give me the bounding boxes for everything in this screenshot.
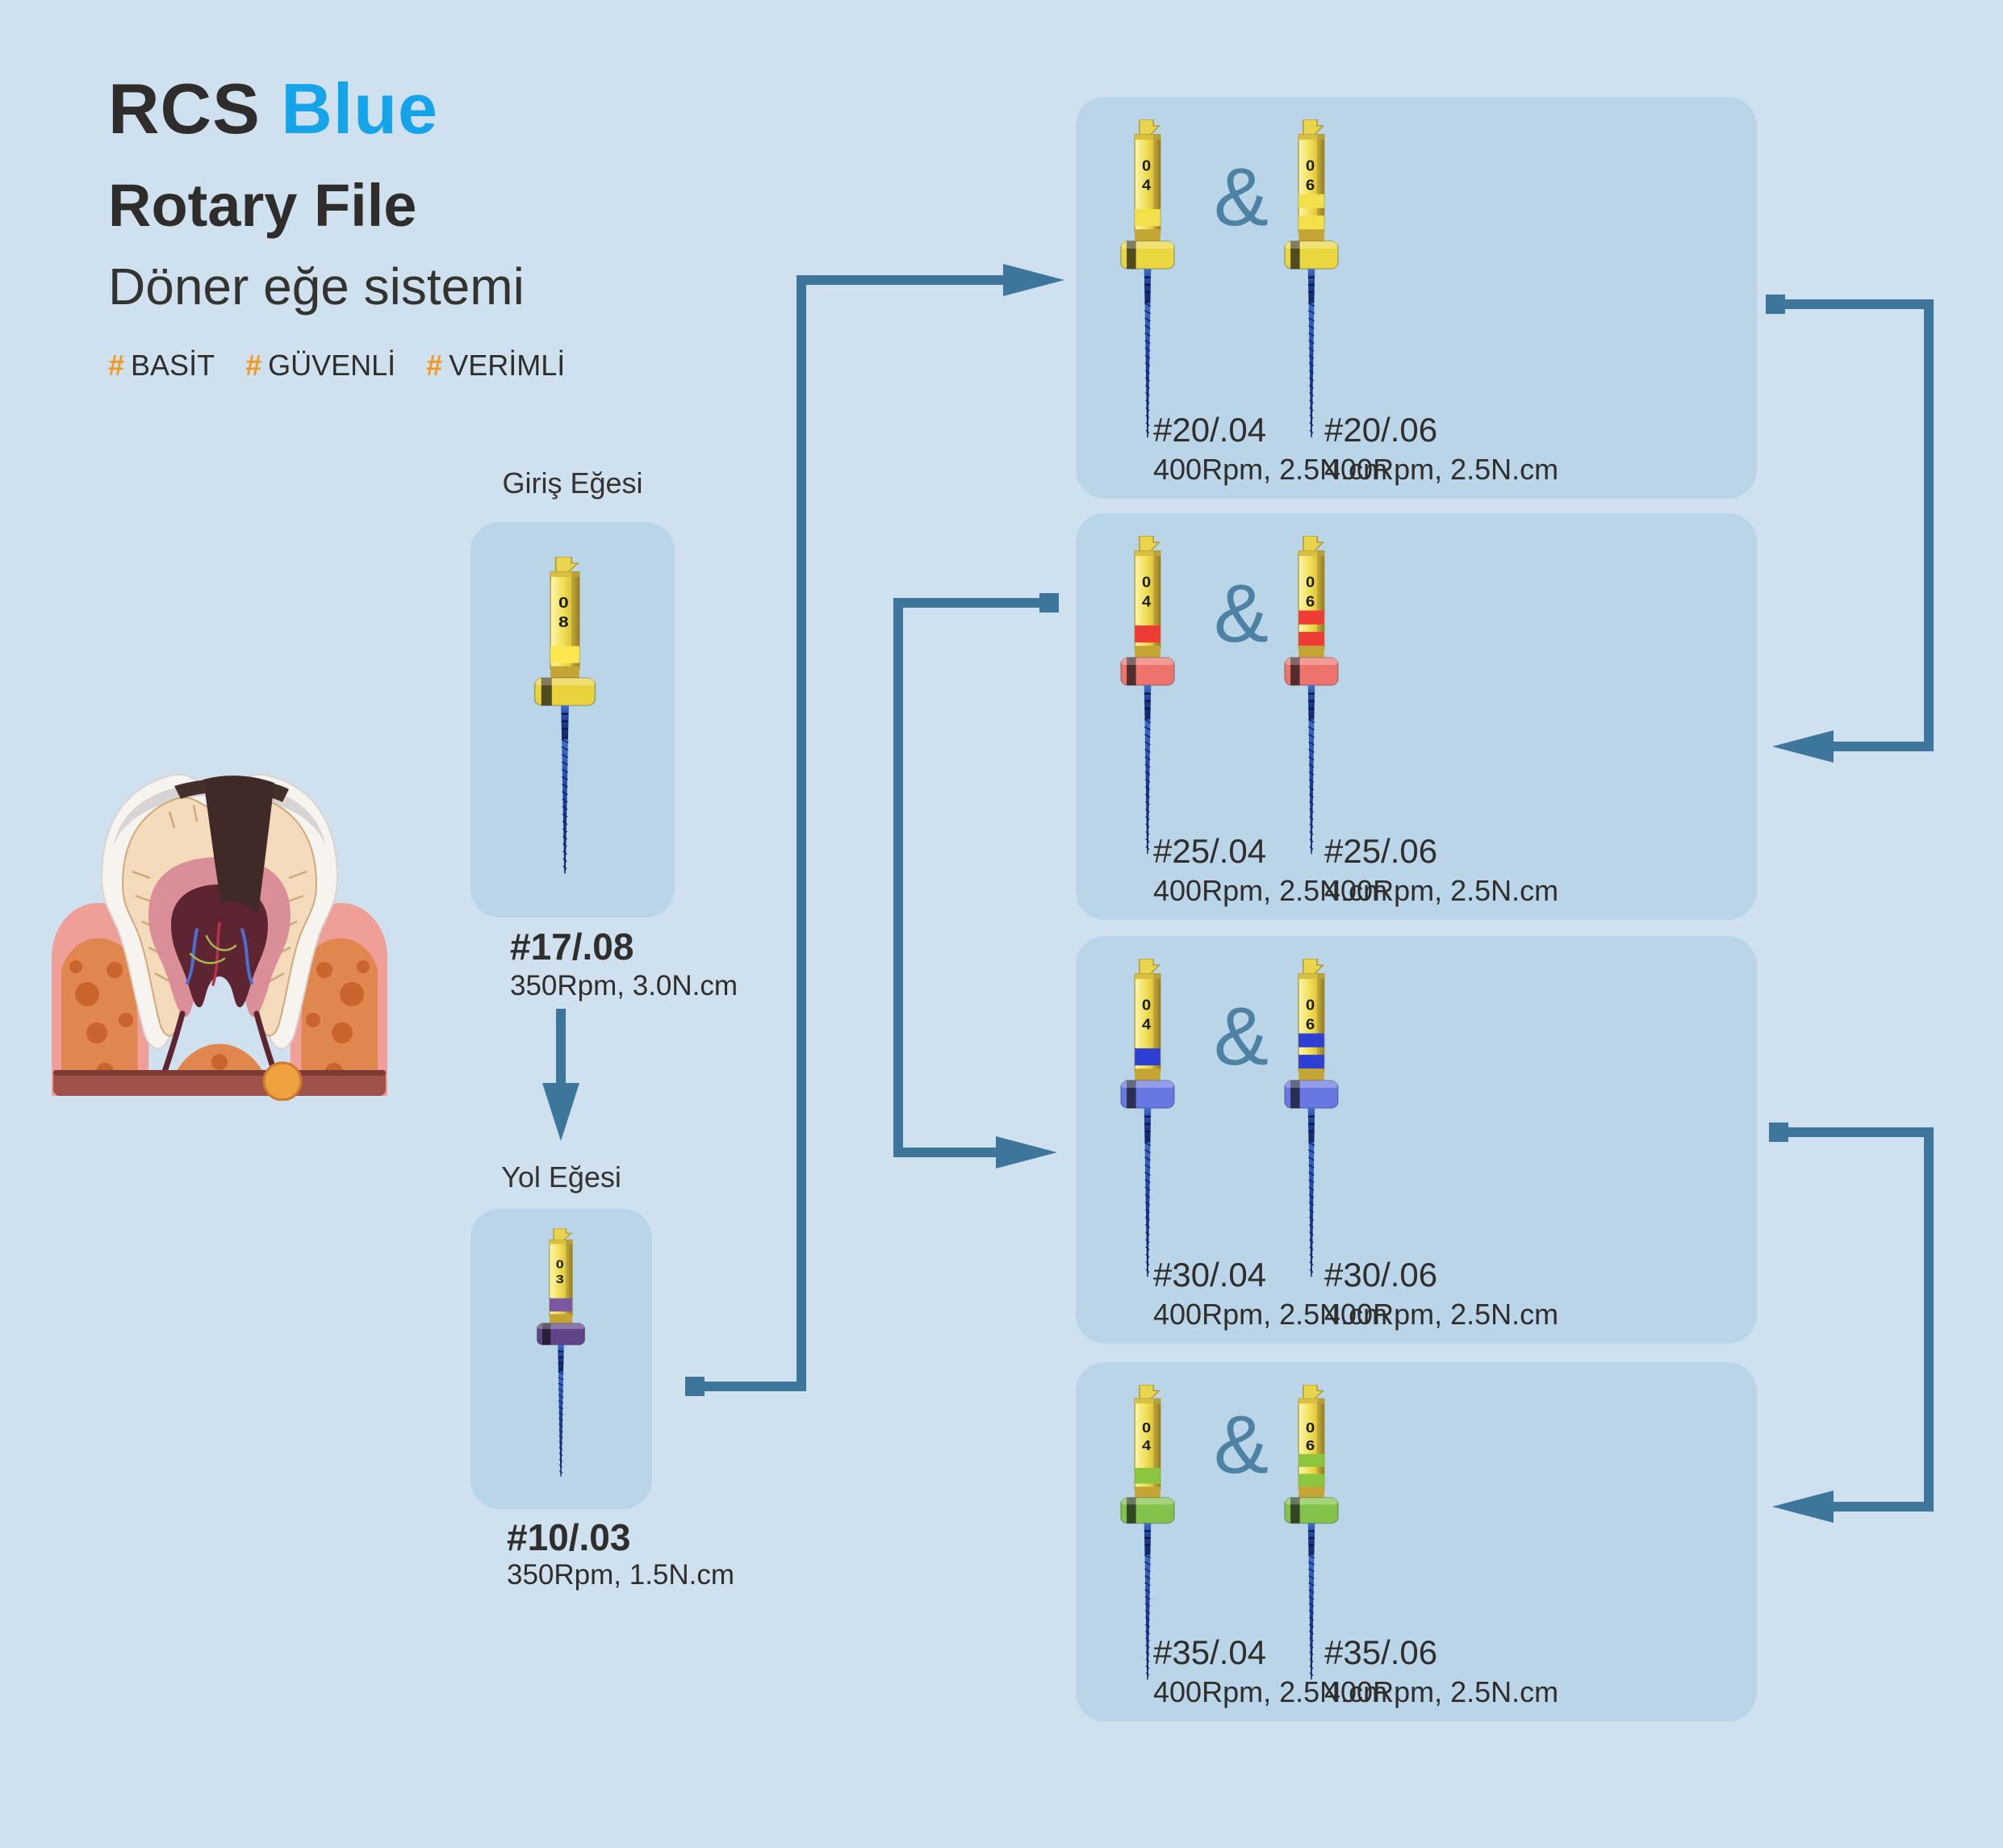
svg-text:0: 0 bbox=[1142, 997, 1151, 1014]
rotary-file-yol: 0 3 bbox=[528, 1228, 594, 1486]
hash-icon: # bbox=[108, 349, 125, 382]
connector-endpoint bbox=[1039, 593, 1059, 613]
svg-text:0: 0 bbox=[556, 1258, 564, 1271]
flow-arrow-left-icon bbox=[1772, 730, 1834, 763]
svg-text:4: 4 bbox=[1142, 178, 1151, 194]
hashtag-verimli: #VERİMLİ bbox=[426, 349, 566, 382]
yol-params: 350Rpm, 1.5N.cm bbox=[507, 1559, 735, 1591]
title-accent: Blue bbox=[281, 69, 438, 148]
svg-text:0: 0 bbox=[1306, 575, 1315, 591]
svg-text:6: 6 bbox=[1306, 178, 1315, 194]
svg-text:4: 4 bbox=[1142, 1017, 1151, 1033]
svg-text:6: 6 bbox=[1306, 594, 1315, 610]
file-pair-card-30: 0 4 & 0 6 #30/.04 40 bbox=[1076, 936, 1757, 1344]
connector-line bbox=[1788, 1127, 1934, 1137]
ampersand: & bbox=[1213, 567, 1269, 659]
connector-endpoint bbox=[1766, 295, 1785, 314]
hashtag-basit: #BASİT bbox=[108, 349, 215, 382]
rotary-file-illustration: 0 4 bbox=[1110, 119, 1185, 450]
connector-line bbox=[806, 275, 1003, 285]
file-spec-label: #25/.06 400Rpm, 2.5N.cm bbox=[1324, 832, 1559, 907]
ampersand: & bbox=[1213, 990, 1269, 1082]
svg-text:0: 0 bbox=[1142, 158, 1151, 174]
giris-spec: #17/.08 bbox=[510, 926, 634, 968]
page-title: RCS Blue bbox=[108, 68, 438, 150]
svg-text:0: 0 bbox=[1306, 1419, 1315, 1435]
svg-text:0: 0 bbox=[558, 595, 569, 611]
connector-line bbox=[893, 598, 903, 1157]
connector-line bbox=[1924, 299, 1934, 751]
rotary-file-illustration: 0 4 bbox=[1110, 959, 1185, 1290]
file-pair-card-20: 0 4 & 0 6 #20/.04 40 bbox=[1076, 97, 1757, 499]
rotary-file-illustration: 0 6 bbox=[1274, 119, 1349, 450]
connector-line bbox=[898, 598, 1039, 608]
file-spec-label: #25/.04 400Rpm, 2.5N.cm bbox=[1153, 832, 1388, 907]
tooth-cross-section-illustration bbox=[52, 773, 387, 1101]
rotary-file-illustration: 0 6 bbox=[1274, 959, 1349, 1290]
ampersand: & bbox=[1213, 151, 1269, 243]
hashtag-row: #BASİT #GÜVENLİ #VERİMLİ bbox=[108, 349, 588, 383]
connector-line bbox=[1785, 299, 1934, 309]
connector-line bbox=[893, 1148, 996, 1157]
svg-text:3: 3 bbox=[556, 1273, 564, 1286]
svg-text:0: 0 bbox=[1142, 575, 1151, 591]
svg-text:0: 0 bbox=[1306, 158, 1315, 174]
svg-text:6: 6 bbox=[1306, 1437, 1315, 1453]
flow-arrow-left-icon bbox=[1772, 1491, 1834, 1523]
svg-text:4: 4 bbox=[1142, 1437, 1152, 1453]
svg-text:0: 0 bbox=[1142, 1419, 1151, 1435]
section-label-yol: Yol Eğesi bbox=[501, 1160, 621, 1194]
hashtag-guvenli: #GÜVENLİ bbox=[245, 349, 396, 382]
flow-arrow-right-icon bbox=[1003, 264, 1064, 296]
file-pair-card-35: 0 4 & 0 6 #35/.04 40 bbox=[1076, 1362, 1757, 1721]
file-spec-label: #30/.06 400Rpm, 2.5N.cm bbox=[1324, 1256, 1559, 1331]
connector-line bbox=[1834, 1502, 1924, 1511]
flow-arrow-right-icon bbox=[996, 1136, 1057, 1169]
file-spec-label: #30/.04 400Rpm, 2.5N.cm bbox=[1153, 1256, 1388, 1331]
svg-text:0: 0 bbox=[1306, 997, 1315, 1014]
svg-text:4: 4 bbox=[1142, 594, 1151, 610]
hash-icon: # bbox=[426, 349, 443, 382]
connector-line bbox=[695, 1382, 801, 1391]
hash-icon: # bbox=[245, 349, 262, 382]
svg-text:8: 8 bbox=[558, 614, 569, 630]
rotary-file-illustration: 0 6 bbox=[1274, 536, 1349, 867]
title-main: RCS bbox=[108, 69, 261, 148]
rotary-file-illustration: 0 4 bbox=[1110, 536, 1185, 867]
connector-line bbox=[1924, 1127, 1934, 1511]
giris-params: 350Rpm, 3.0N.cm bbox=[510, 970, 738, 1001]
flow-arrow-down-icon bbox=[542, 1083, 579, 1141]
ampersand: & bbox=[1213, 1399, 1269, 1491]
section-label-giris: Giriş Eğesi bbox=[502, 466, 643, 500]
file-pair-card-25: 0 4 & 0 6 #25/.04 40 bbox=[1076, 513, 1757, 920]
connector-line bbox=[797, 275, 806, 1391]
page-subtitle-tr: Döner eğe sistemi bbox=[108, 257, 525, 316]
flow-line-down bbox=[556, 1009, 566, 1086]
yol-spec: #10/.03 bbox=[507, 1516, 631, 1558]
connector-endpoint bbox=[1769, 1123, 1788, 1142]
rotary-file-giris: 0 8 bbox=[523, 557, 607, 886]
file-spec-label: #20/.06 400Rpm, 2.5N.cm bbox=[1324, 411, 1559, 486]
file-spec-label: #35/.04 400Rpm, 2.5N.cm bbox=[1153, 1633, 1388, 1708]
page-subtitle: Rotary File bbox=[108, 172, 417, 239]
svg-text:6: 6 bbox=[1306, 1017, 1315, 1033]
file-spec-label: #20/.04 400Rpm, 2.5N.cm bbox=[1153, 411, 1388, 486]
connector-line bbox=[1834, 742, 1924, 751]
rotary-file-illustration: 0 6 bbox=[1274, 1385, 1349, 1691]
rotary-file-illustration: 0 4 bbox=[1110, 1385, 1185, 1691]
file-spec-label: #35/.06 400Rpm, 2.5N.cm bbox=[1324, 1633, 1559, 1708]
